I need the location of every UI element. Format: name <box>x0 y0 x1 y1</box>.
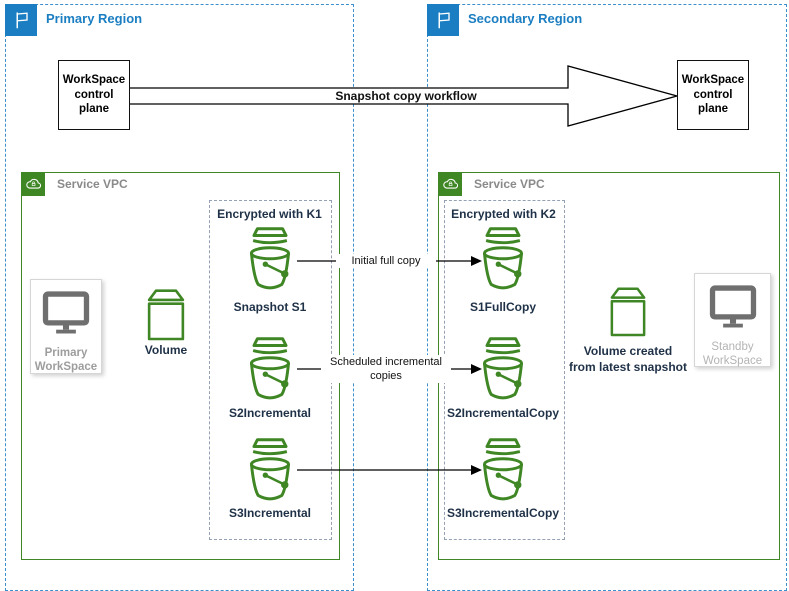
snapshot-copy-workflow-label: Snapshot copy workflow <box>335 89 477 103</box>
primary-vpc-label: Service VPC <box>57 177 128 191</box>
volume-created-label: Volume created from latest snapshot <box>568 344 688 374</box>
standby-workspace-card: Standby WorkSpace <box>694 273 771 367</box>
workspace-monitor-icon <box>708 285 758 334</box>
primary-workspace-control-plane-box: WorkSpace control plane <box>58 60 130 130</box>
s2incrementalcopy-bucket-icon <box>476 336 530 409</box>
secondary-vpc-label: Service VPC <box>474 177 545 191</box>
primary-region-flag-icon <box>5 4 37 36</box>
initial-full-copy-label: Initial full copy <box>336 254 436 268</box>
vpc-cloud-lock-icon <box>21 172 45 196</box>
s2incrementalcopy-label: S2IncrementalCopy <box>446 406 560 420</box>
snapshot-s1-bucket-icon <box>243 226 297 299</box>
secondary-region-flag-icon <box>427 4 459 36</box>
s2incremental-label: S2Incremental <box>228 406 312 420</box>
s1fullcopy-label: S1FullCopy <box>469 300 536 314</box>
standby-workspace-label: Standby WorkSpace <box>702 341 763 368</box>
s3incremental-bucket-icon <box>243 437 297 510</box>
volume-label: Volume <box>144 343 188 357</box>
primary-workspace-label: Primary WorkSpace <box>34 347 98 374</box>
s3incremental-label: S3Incremental <box>228 506 312 520</box>
primary-region-label: Primary Region <box>46 11 143 26</box>
s2incremental-bucket-icon <box>243 336 297 409</box>
s3incrementalcopy-label: S3IncrementalCopy <box>446 506 560 520</box>
volume-icon <box>143 289 189 348</box>
s1fullcopy-bucket-icon <box>476 226 530 299</box>
volume-created-icon <box>606 286 650 345</box>
secondary-region-label: Secondary Region <box>468 11 583 26</box>
primary-workspace-card: Primary WorkSpace <box>30 279 102 374</box>
vpc-cloud-lock-icon <box>438 172 462 196</box>
workspace-monitor-icon <box>41 291 91 340</box>
snapshot-s1-label: Snapshot S1 <box>233 300 307 314</box>
s3incrementalcopy-bucket-icon <box>476 437 530 510</box>
encrypted-k1-label: Encrypted with K1 <box>217 207 322 221</box>
secondary-workspace-control-plane-box: WorkSpace control plane <box>677 60 749 130</box>
encrypted-k2-label: Encrypted with K2 <box>451 207 556 221</box>
scheduled-incremental-copies-label: Scheduled incremental copies <box>321 355 451 383</box>
